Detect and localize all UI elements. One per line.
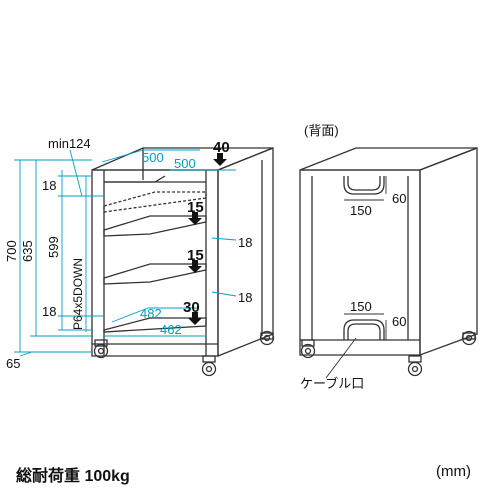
caster-front-right [201,355,217,377]
caster-front-left [93,339,109,359]
back-labels: 150 60 150 60 ケーブル口 [300,191,406,391]
label-cable-port: ケーブル口 [300,376,364,391]
load-arrow-shelf-middle [188,260,202,273]
cable-port-leader [325,337,357,379]
caster-back-view-right [407,355,423,377]
front-cabinet-side-panel [217,147,274,357]
caster-back-view-left [300,339,316,359]
upper-cable-cutout [343,176,385,195]
label-min124: min124 [48,136,91,151]
label-setback-lower: 18 [238,290,252,305]
label-gap-bottom: 18 [42,304,56,319]
label-upper-cutout-height: 60 [392,191,406,206]
upper-cable-cutout-inner [347,176,381,191]
label-height-635: 635 [20,240,35,262]
front-dimension-lines [14,149,237,357]
label-setback-upper: 18 [238,235,252,250]
load-arrows [188,153,227,325]
load-capacity-label: 総耐荷重 100kg [16,468,130,485]
label-load-shelf-middle: 15 [187,247,204,264]
front-cabinet [91,147,274,357]
load-arrow-bottom [188,312,202,325]
label-load-top: 40 [213,139,230,156]
bottom-board [103,317,207,333]
lower-cable-cutout-inner [347,323,381,340]
label-depth-500: 500 [174,156,196,171]
back-dimension-lines [325,176,387,379]
caster-back-right [259,330,275,346]
label-height-700: 700 [4,240,19,262]
label-load-bottom: 30 [183,299,200,316]
shelf-middle [103,263,207,285]
unit-label: (mm) [436,463,471,480]
shelf-upper [103,215,207,237]
lower-cable-cutout [343,319,385,340]
dim-leader-18-right-upper [211,237,237,241]
caster-back-view-rear [461,330,477,346]
label-inner-depth-482: 482 [140,306,162,321]
label-caster-65: 65 [6,356,20,371]
label-width-500: 500 [142,150,164,165]
load-arrow-shelf-upper [188,212,202,225]
back-view-title: (背面) [304,123,339,138]
label-inner-width-462: 462 [160,322,182,337]
back-cabinet-side-panel [419,147,478,356]
front-casters [93,330,275,377]
label-load-shelf-upper: 15 [187,199,204,216]
label-shelf-pitch: P64x5DOWN [71,258,85,330]
min124-leader [69,149,83,197]
dim-line-500-width [101,149,144,163]
ceiling-back-edge [104,175,166,183]
back-cabinet [299,147,478,356]
front-labels: min124 500 500 40 15 15 30 700 635 599 P… [4,136,252,371]
back-cabinet-top [299,147,478,171]
label-upper-cutout-width: 150 [350,203,372,218]
shelf-upper-dashed [103,191,207,213]
dim-leader-18-right-lower [211,291,237,297]
label-height-599: 599 [46,236,61,258]
dim-line-482 [111,307,149,323]
label-lower-cutout-height: 60 [392,314,406,329]
dim-65-leader [19,351,33,357]
label-gap-top: 18 [42,178,56,193]
load-arrow-top [213,153,227,166]
label-lower-cutout-width: 150 [350,299,372,314]
back-casters [300,330,477,377]
